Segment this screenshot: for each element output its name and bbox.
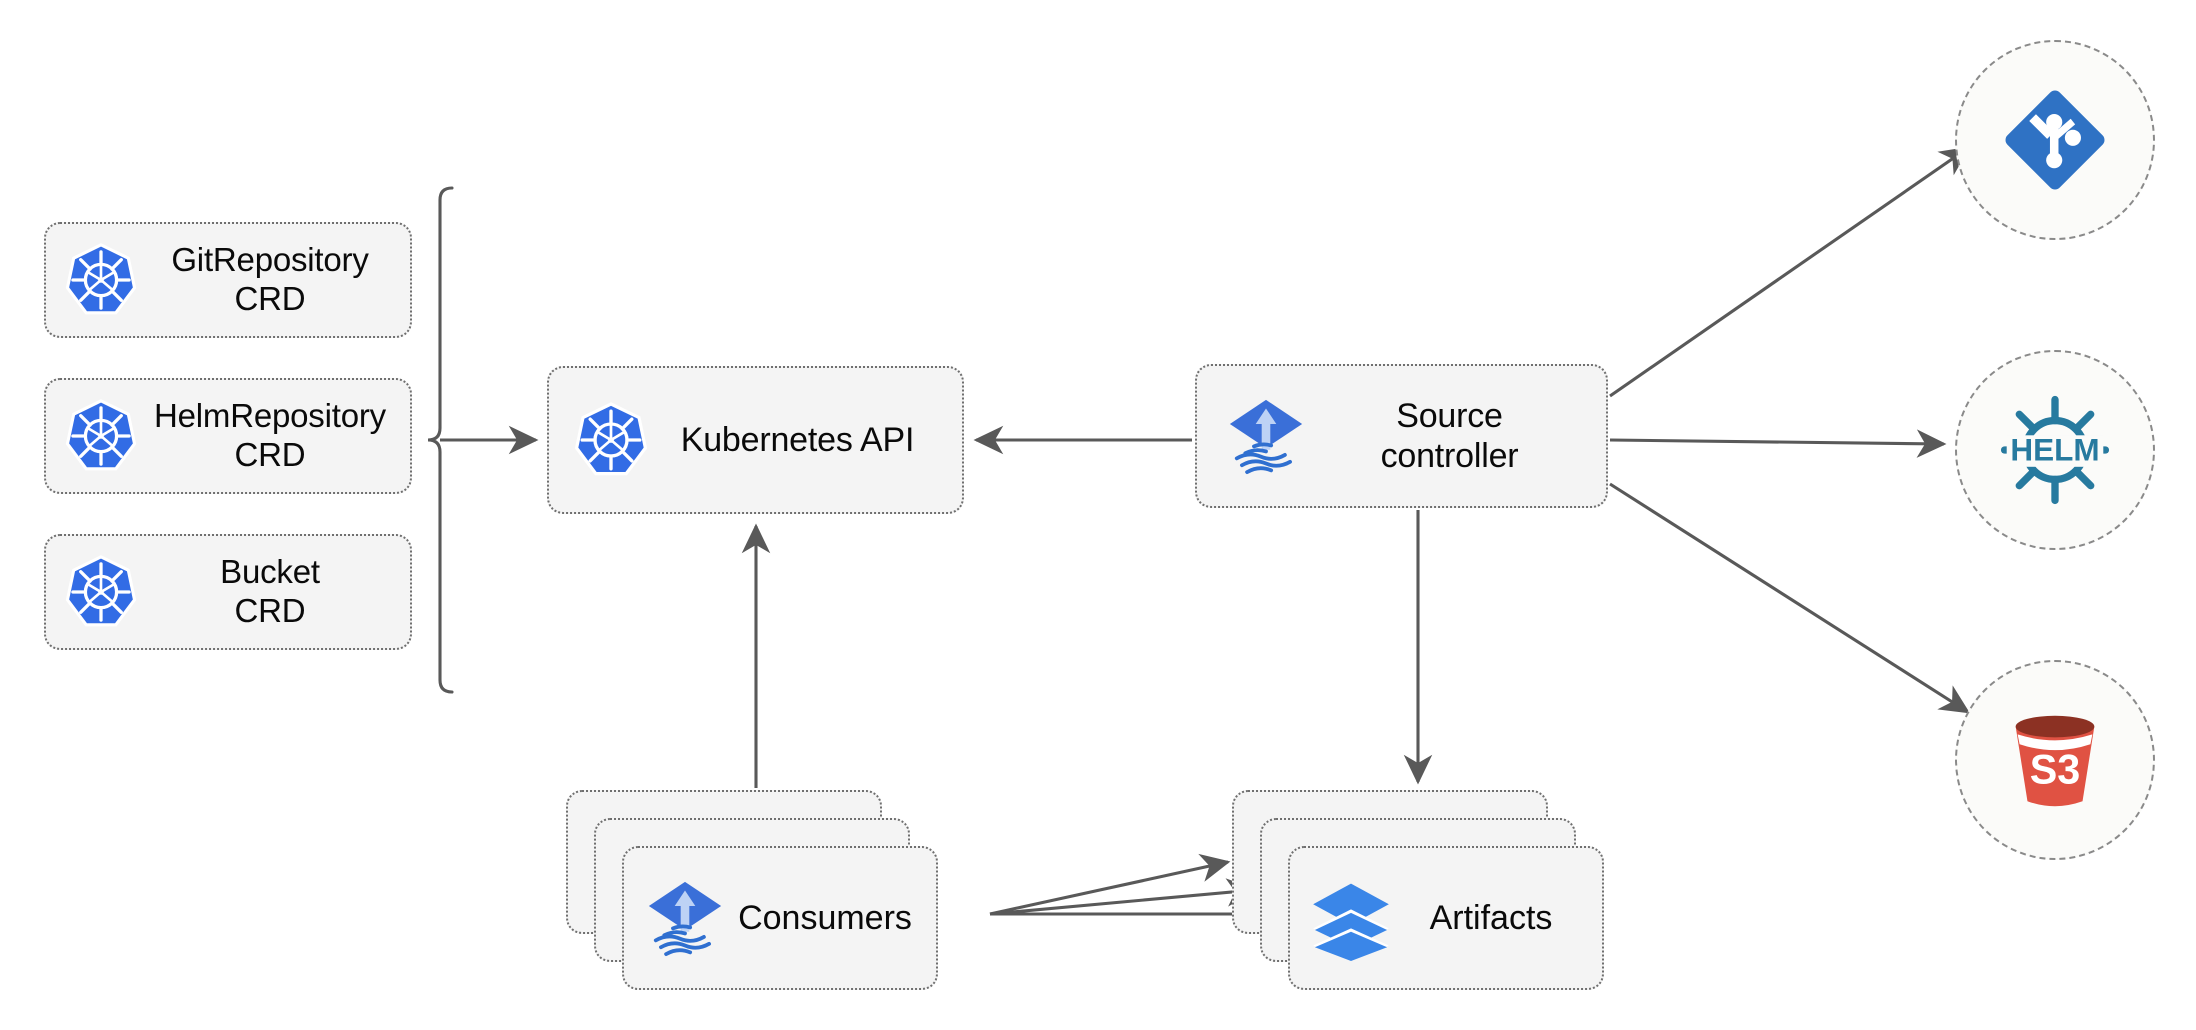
helm-label: HELM: [2010, 432, 2099, 468]
crd-card-helmrepository[interactable]: HelmRepository CRD: [44, 378, 412, 494]
source-circle-s3[interactable]: S3: [1955, 660, 2155, 860]
kubernetes-icon: [571, 400, 651, 480]
node-consumers[interactable]: Consumers: [566, 790, 938, 990]
node-artifacts[interactable]: Artifacts: [1232, 790, 1604, 990]
edge-source-to-s3: [1609, 482, 1971, 714]
helm-icon: HELM: [1992, 387, 2118, 513]
edge-source-to-git: [1609, 146, 1971, 398]
edge-crd-brace: [427, 186, 539, 694]
kubernetes-icon: [62, 241, 140, 319]
consumers-stack-front[interactable]: Consumers: [622, 846, 938, 990]
source-circle-git[interactable]: [1955, 40, 2155, 240]
crd-card-gitrepository[interactable]: GitRepository CRD: [44, 222, 412, 338]
node-kubernetes-api[interactable]: Kubernetes API: [547, 366, 964, 514]
node-label: Kubernetes API: [680, 420, 915, 459]
kubernetes-icon: [62, 397, 140, 475]
node-source-controller[interactable]: Source controller: [1195, 364, 1608, 508]
node-label: Consumers: [738, 898, 912, 937]
crd-label: GitRepository CRD: [171, 241, 369, 317]
s3-label: S3: [2030, 747, 2081, 793]
flux-icon: [642, 875, 728, 961]
git-icon: [1999, 84, 2111, 196]
crd-label: Bucket CRD: [220, 553, 320, 629]
kubernetes-icon: [62, 553, 140, 631]
crd-card-bucket[interactable]: Bucket CRD: [44, 534, 412, 650]
source-circle-helm[interactable]: HELM: [1955, 350, 2155, 550]
node-label: Source controller: [1380, 396, 1519, 475]
crd-label: HelmRepository CRD: [154, 397, 386, 473]
edge-source-to-helm: [1609, 429, 1947, 458]
layers-icon: [1308, 875, 1394, 961]
artifacts-stack-front[interactable]: Artifacts: [1288, 846, 1604, 990]
node-label: Artifacts: [1429, 898, 1553, 937]
s3-bucket-icon: S3: [1996, 701, 2114, 819]
flux-icon: [1223, 393, 1309, 479]
